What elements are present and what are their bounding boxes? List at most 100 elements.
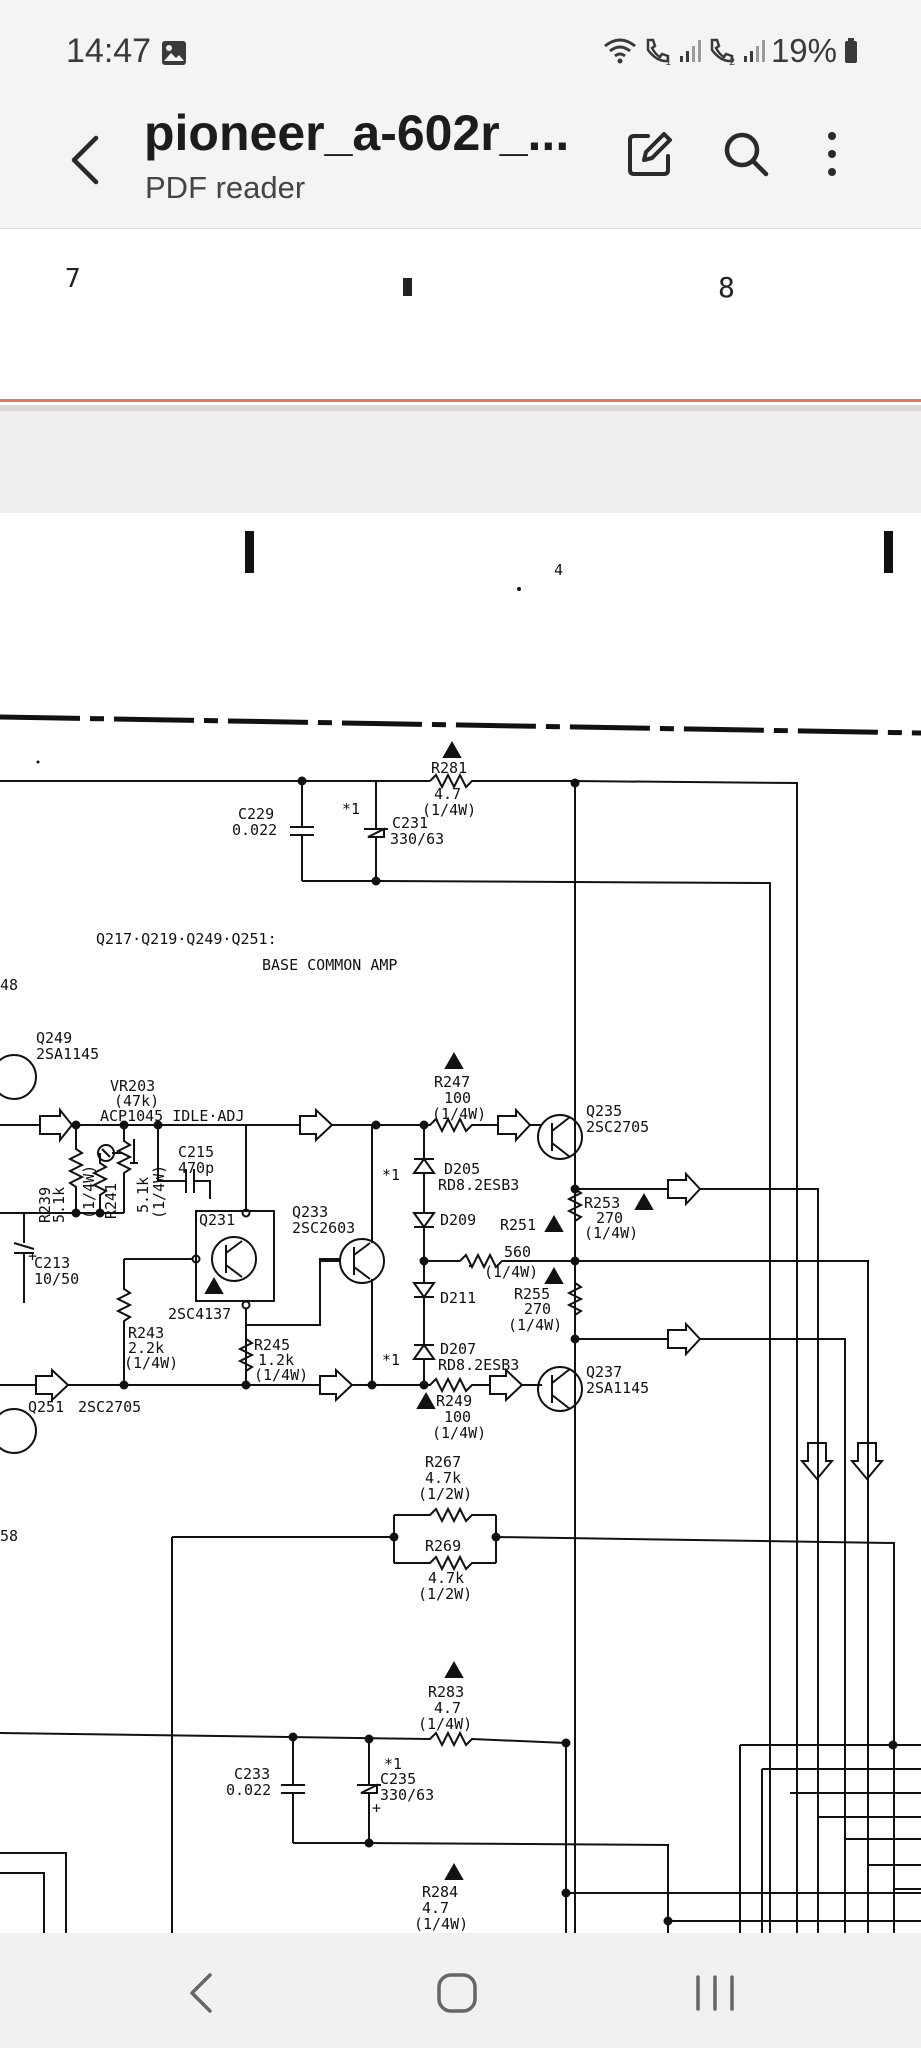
label-c229-value: 0.022	[232, 821, 277, 839]
label-r239-value: 5.1k	[50, 1187, 68, 1223]
label-d209: D209	[440, 1211, 476, 1229]
label-q231-type: 2SC4137	[168, 1305, 231, 1323]
label-vr203: VR203	[110, 1077, 155, 1095]
call-sim2-icon: 2	[710, 38, 735, 66]
label-c213: C213	[34, 1254, 70, 1272]
label-r249: R249	[436, 1392, 472, 1410]
label-r247-value: 100	[444, 1089, 471, 1107]
schematic-heading-1: Q217·Q219·Q249·Q251:	[96, 930, 277, 948]
label-c229: C229	[238, 805, 274, 823]
status-time: 14:47	[66, 32, 152, 70]
wifi-calling-icon	[604, 38, 636, 64]
label-c215: C215	[178, 1143, 214, 1161]
nav-home-icon[interactable]	[434, 1971, 480, 2015]
label-q231: Q231	[199, 1211, 235, 1229]
label-d205: D205	[444, 1160, 480, 1178]
label-r283: R283	[428, 1683, 464, 1701]
call-sim1-icon: 1	[646, 38, 671, 66]
label-r243-value: 2.2k	[128, 1339, 164, 1357]
label-r253: R253	[584, 1194, 620, 1212]
status-bar: 14:47 1 2 19	[0, 0, 921, 104]
label-r251-value: 560	[504, 1243, 531, 1261]
grid-number-8: 8	[718, 271, 735, 304]
label-r267-value: 4.7k	[425, 1469, 461, 1487]
label-r243-watt: (1/4W)	[124, 1354, 178, 1372]
nav-back-icon[interactable]	[182, 1971, 222, 2015]
label-r247: R247	[434, 1073, 470, 1091]
app-subtitle: PDF reader	[145, 170, 306, 205]
label-r281-value: 4.7	[434, 785, 461, 803]
label-c233: C233	[234, 1765, 270, 1783]
pdf-page-schematic[interactable]: 4 R281 4.7 (1/4W) C229 0.022 *1 C231 330…	[0, 513, 921, 1933]
nav-recents-icon[interactable]	[690, 1971, 740, 2015]
label-r255: R255	[514, 1285, 550, 1303]
label-r245-value: 1.2k	[258, 1351, 294, 1369]
more-vert-icon[interactable]	[812, 126, 852, 182]
label-r243: R243	[128, 1324, 164, 1342]
label-r283-watt: (1/4W)	[418, 1715, 472, 1733]
label-c213-value: 10/50	[34, 1270, 79, 1288]
search-icon[interactable]	[718, 126, 774, 182]
label-r269-watt: (1/2W)	[418, 1585, 472, 1603]
document-title: pioneer_a-602r_...	[144, 105, 570, 161]
label-r249-value: 100	[444, 1408, 471, 1426]
label-star-1c: *1	[382, 1351, 400, 1369]
label-r284-value: 4.7	[422, 1899, 449, 1917]
label-r251-watt: (1/4W)	[484, 1263, 538, 1281]
label-r245-watt: (1/4W)	[254, 1366, 308, 1384]
label-q235: Q235	[586, 1102, 622, 1120]
svg-text:2: 2	[729, 57, 735, 66]
label-r281: R281	[431, 759, 467, 777]
label-r239: R239	[36, 1187, 54, 1223]
label-d207-type: RD8.2ESB3	[438, 1356, 519, 1374]
label-q235-type: 2SC2705	[586, 1118, 649, 1136]
label-c235: C235	[380, 1770, 416, 1788]
label-r249-watt: (1/4W)	[432, 1424, 486, 1442]
label-star-1b: *1	[382, 1166, 400, 1184]
label-left-48: 48	[0, 976, 18, 994]
back-icon[interactable]	[58, 130, 114, 190]
svg-text:1: 1	[665, 57, 671, 66]
pdf-page-previous[interactable]: 7 8	[0, 229, 921, 402]
label-r269-value: 4.7k	[428, 1569, 464, 1587]
label-r284-watt: (1/4W)	[414, 1915, 468, 1933]
label-r247-watt: (1/4W)	[432, 1105, 486, 1123]
label-vr203-type: ACP1045 IDLE·ADJ	[100, 1107, 245, 1125]
label-r241: R241	[102, 1183, 120, 1219]
grid-tick-mark	[403, 278, 412, 296]
label-q249-type: 2SA1145	[36, 1045, 99, 1063]
schematic-diagram: 4 R281 4.7 (1/4W) C229 0.022 *1 C231 330…	[0, 531, 921, 1933]
label-r255-value: 270	[524, 1300, 551, 1318]
label-c215-value: 470p	[178, 1159, 214, 1177]
label-vr203-value: (47k)	[114, 1092, 159, 1110]
label-r241-value: 5.1k	[134, 1177, 152, 1213]
signal-icon	[743, 40, 765, 62]
app-bar: pioneer_a-602r_... PDF reader	[0, 104, 921, 229]
grid-number-4: 4	[554, 561, 563, 579]
label-q251-type: 2SC2705	[78, 1398, 141, 1416]
battery-percent: 19%	[770, 32, 837, 69]
svg-text:+: +	[28, 1247, 37, 1265]
page-top-art: 7 8	[65, 264, 735, 304]
label-r253-watt: (1/4W)	[584, 1224, 638, 1242]
label-q249: Q249	[36, 1029, 72, 1047]
label-r251: R251	[500, 1216, 536, 1234]
label-r284: R284	[422, 1883, 458, 1901]
edit-icon[interactable]	[622, 126, 678, 182]
label-r253-value: 270	[596, 1209, 623, 1227]
label-c233-value: 0.022	[226, 1781, 271, 1799]
label-q237-type: 2SA1145	[586, 1379, 649, 1397]
label-r255-watt: (1/4W)	[508, 1316, 562, 1334]
label-r283-value: 4.7	[434, 1699, 461, 1717]
label-d205-type: RD8.2ESB3	[438, 1176, 519, 1194]
label-r267-watt: (1/2W)	[418, 1485, 472, 1503]
label-r241-watt: (1/4W)	[150, 1165, 168, 1219]
label-r267: R267	[425, 1453, 461, 1471]
label-c231-value: 330/63	[390, 830, 444, 848]
grid-number-7: 7	[65, 264, 81, 294]
schematic-heading-2: BASE COMMON AMP	[262, 956, 397, 974]
label-q233: Q233	[292, 1203, 328, 1221]
status-icons: 1 2 19%	[603, 32, 859, 70]
system-nav-bar	[0, 1933, 921, 2048]
label-r245: R245	[254, 1336, 290, 1354]
